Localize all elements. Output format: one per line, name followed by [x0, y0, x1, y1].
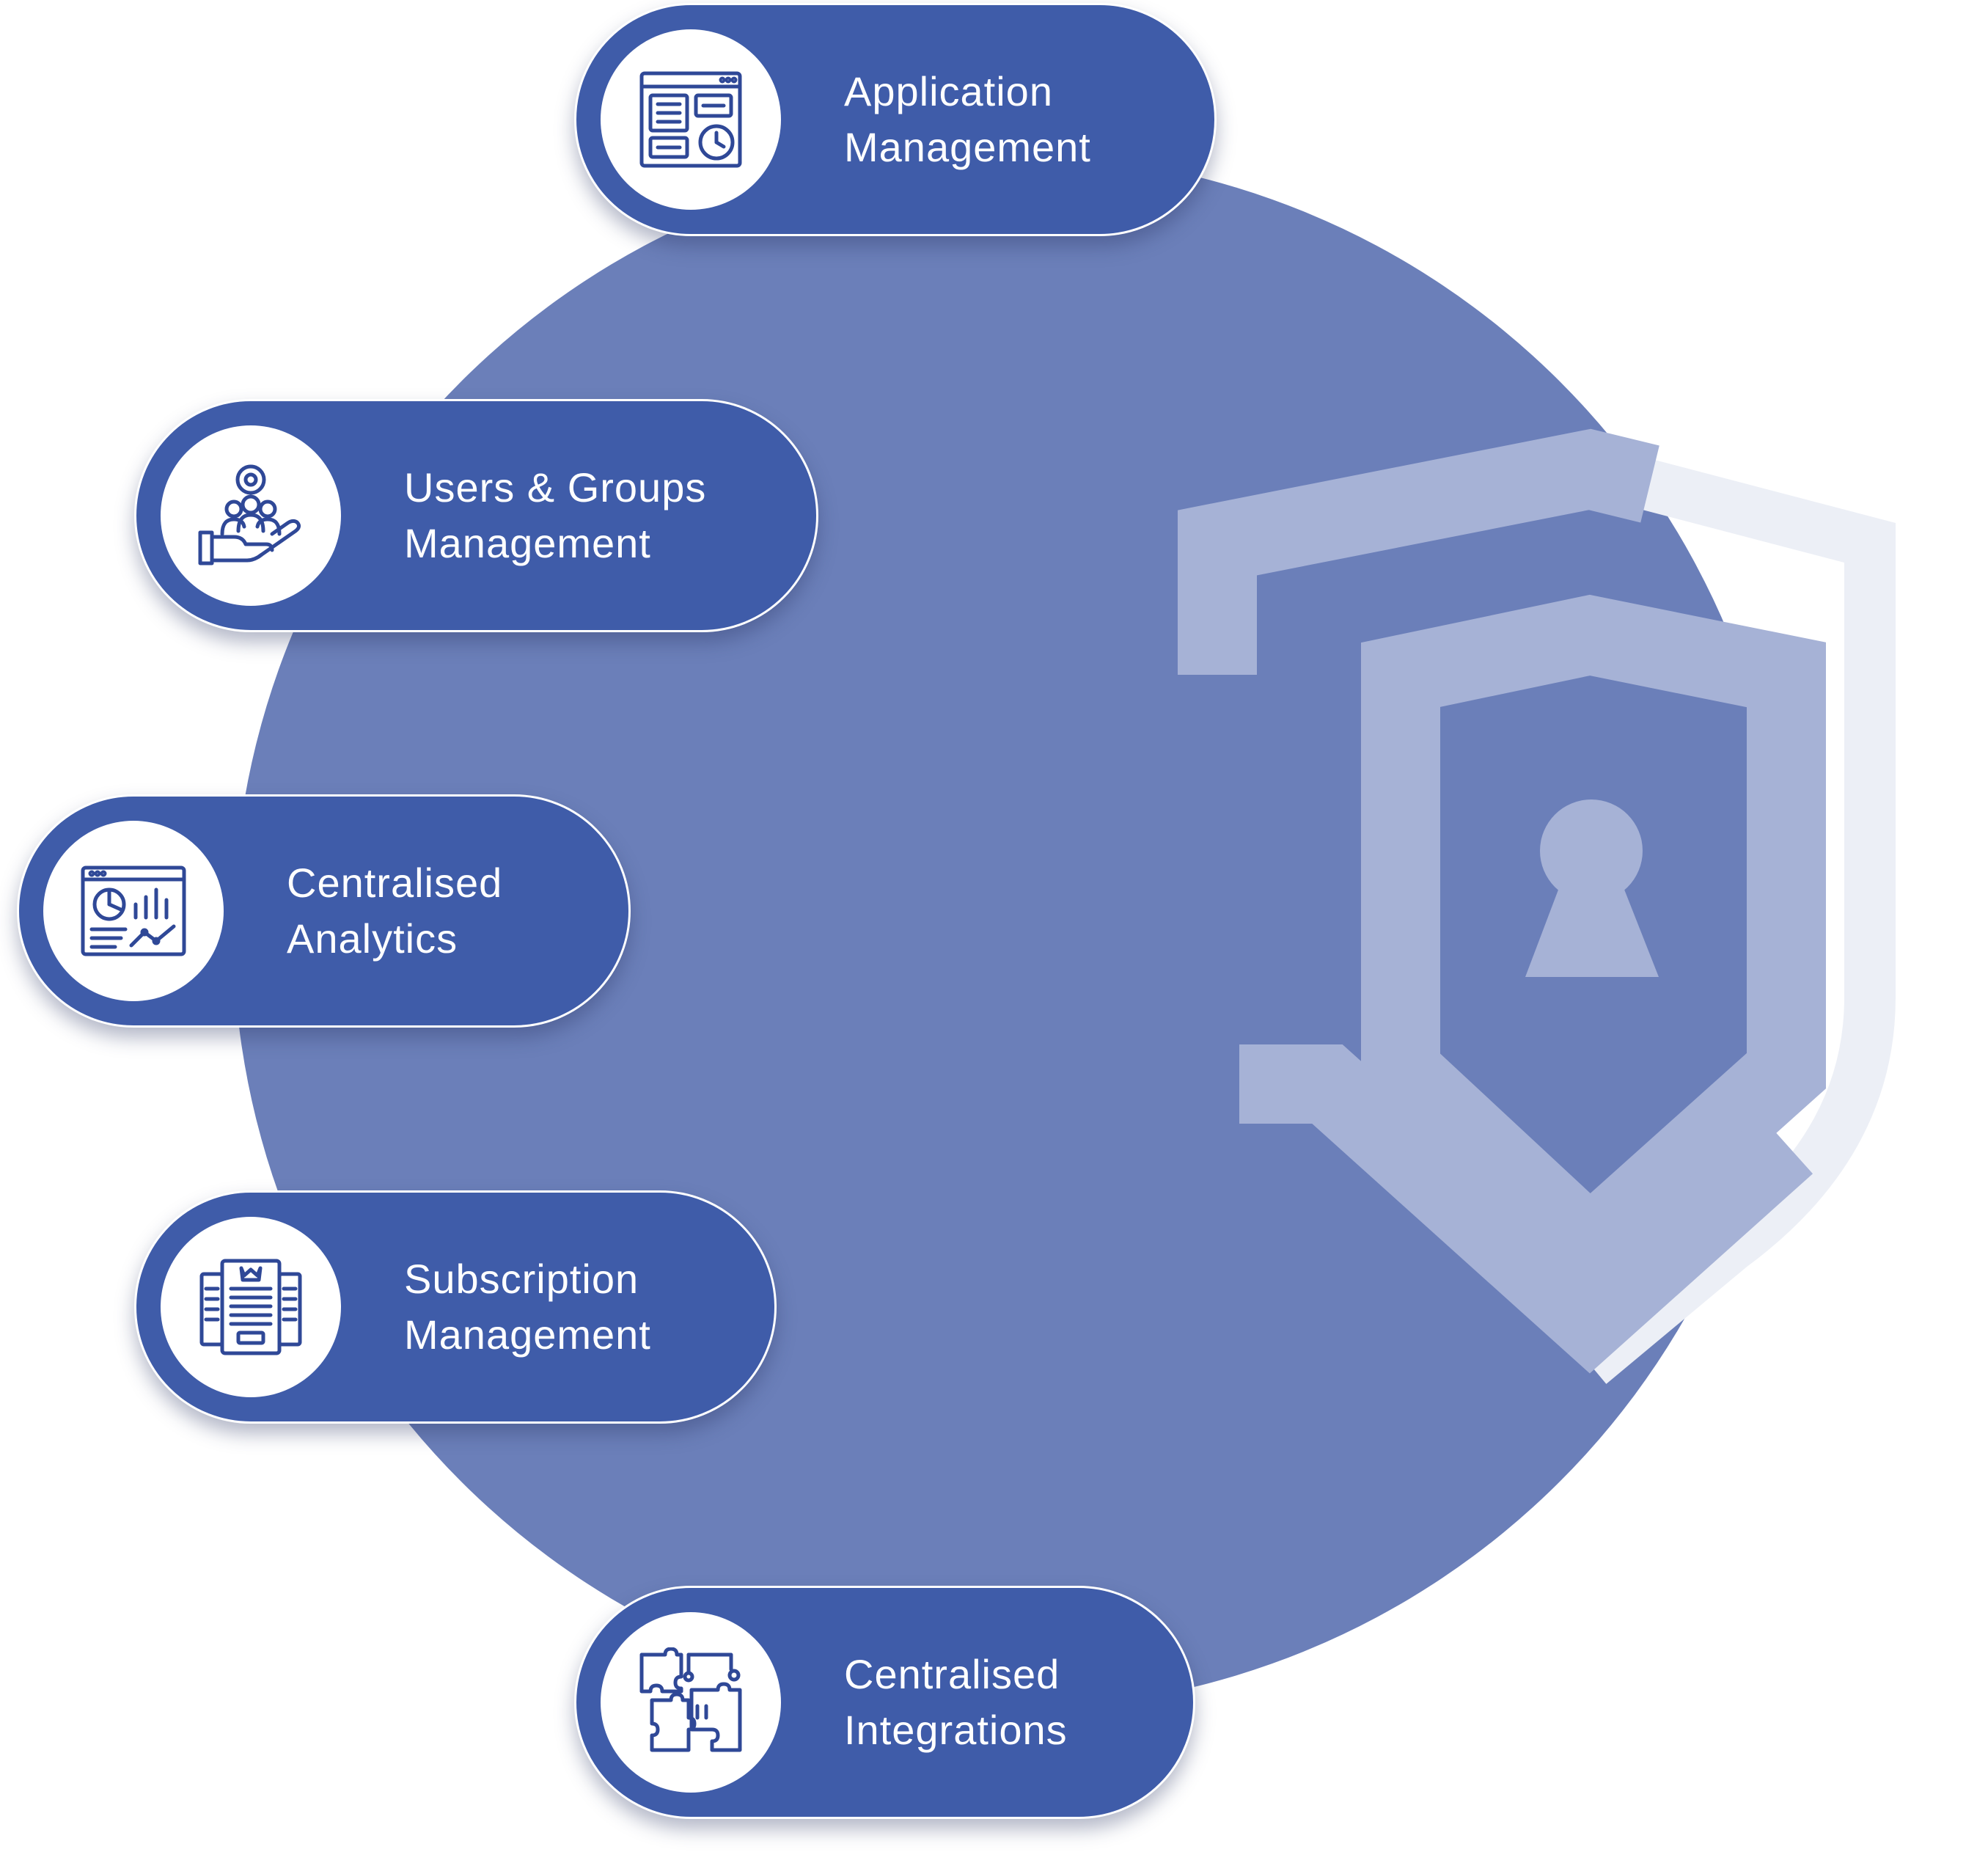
feature-label-line2: Analytics — [287, 915, 458, 962]
feature-label-line2: Management — [404, 1311, 651, 1358]
puzzle-pieces-icon — [639, 1647, 742, 1752]
feature-label-line1: Centralised — [844, 1651, 1060, 1697]
icon-badge — [161, 1217, 341, 1397]
feature-centralised-integrations: Centralised Integrations — [574, 1586, 1195, 1819]
feature-application-management: Application Management — [574, 3, 1217, 236]
icon-badge — [43, 821, 224, 1001]
dashboard-clock-icon — [639, 71, 742, 168]
feature-subscription-management: Subscription Management — [134, 1190, 777, 1424]
feature-label-line2: Management — [404, 520, 651, 566]
feature-label-line1: Subscription — [404, 1256, 639, 1302]
shield-keyhole-icon — [1178, 428, 1826, 1374]
feature-label: Application Management — [844, 5, 1091, 234]
feature-users-groups-management: Users & Groups Management — [134, 399, 818, 632]
hand-users-gear-icon — [198, 464, 301, 566]
feature-centralised-analytics: Centralised Analytics — [17, 794, 631, 1028]
feature-label: Centralised Analytics — [287, 797, 502, 1025]
analytics-dashboard-icon — [81, 865, 186, 956]
shield-ghost — [1241, 443, 1896, 1384]
subscription-document-icon — [199, 1259, 302, 1355]
feature-label-line2: Integrations — [844, 1707, 1068, 1753]
feature-label: Centralised Integrations — [844, 1588, 1068, 1817]
feature-label-line1: Centralised — [287, 860, 503, 906]
feature-label: Users & Groups Management — [404, 401, 706, 630]
feature-label-line1: Users & Groups — [404, 464, 707, 510]
icon-badge — [601, 29, 781, 210]
icon-badge — [161, 425, 341, 606]
feature-label: Subscription Management — [404, 1193, 651, 1421]
feature-label-line2: Management — [844, 124, 1091, 170]
icon-badge — [601, 1612, 781, 1793]
feature-label-line1: Application — [844, 68, 1053, 114]
